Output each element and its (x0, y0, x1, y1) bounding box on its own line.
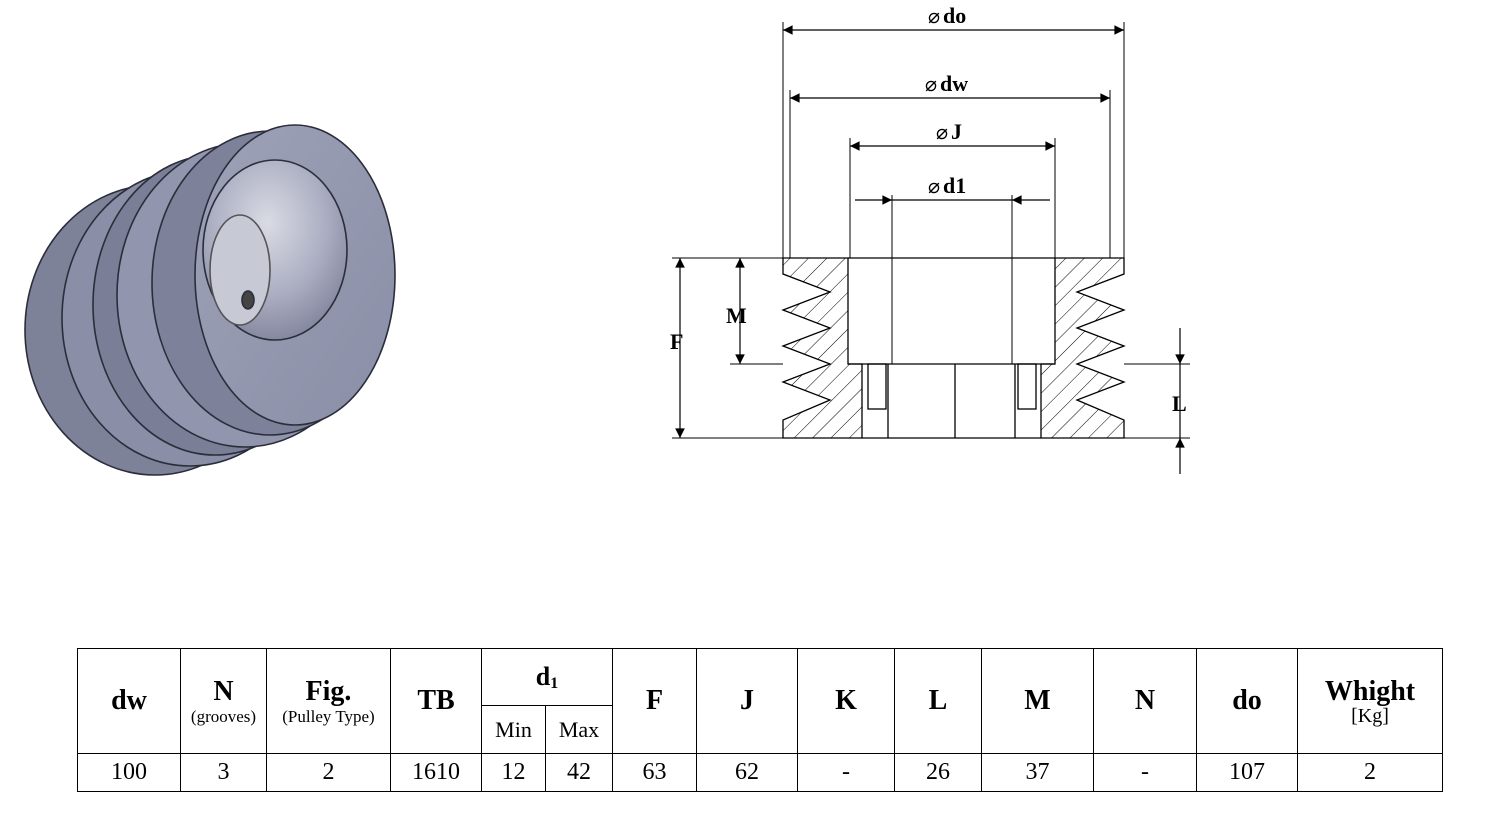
dim-dw-label: ⌀dw (925, 71, 969, 97)
dim-d1-text: d1 (943, 173, 967, 198)
dim-J-text: J (951, 119, 963, 144)
header-d1: d1 (481, 648, 613, 706)
header-m: M (981, 648, 1094, 754)
dim-L-label: L (1172, 391, 1187, 416)
header-l: L (894, 648, 982, 754)
cell-m: 37 (981, 753, 1094, 792)
header-max: Max (545, 705, 613, 754)
specification-table: dw N (grooves) Fig. (Pulley Type) TB d1 … (77, 648, 1443, 792)
cell-whight: 2 (1297, 753, 1443, 792)
header-k: K (797, 648, 895, 754)
cell-l: 26 (894, 753, 982, 792)
header-f: F (612, 648, 697, 754)
cell-dw: 100 (77, 753, 181, 792)
diameter-icon: ⌀ (925, 72, 938, 96)
cell-f: 63 (612, 753, 697, 792)
table-header-row: dw N (grooves) Fig. (Pulley Type) TB d1 … (77, 648, 1443, 754)
diameter-icon: ⌀ (928, 4, 941, 28)
pulley-section-drawing (672, 22, 1190, 474)
header-whight: Whight [Kg] (1297, 648, 1443, 754)
header-do: do (1196, 648, 1298, 754)
table-subheader-row: Min Max (78, 705, 1443, 754)
dim-do-label: ⌀do (928, 3, 967, 29)
pulley-3d-illustration (24, 124, 396, 476)
dim-do-text: do (943, 3, 967, 28)
cell-max: 42 (545, 753, 613, 792)
cell-fig: 2 (266, 753, 391, 792)
header-dw: dw (77, 648, 181, 754)
header-n-grooves: N (grooves) (180, 648, 267, 754)
cell-n: - (1093, 753, 1197, 792)
dim-M-label: M (726, 303, 747, 328)
header-j: J (696, 648, 798, 754)
header-min: Min (481, 705, 546, 754)
dim-d1-label: ⌀d1 (928, 173, 967, 199)
dim-J-label: ⌀J (936, 119, 963, 145)
cell-k: - (797, 753, 895, 792)
header-fig: Fig. (Pulley Type) (266, 648, 391, 754)
header-n: N (1093, 648, 1197, 754)
table-row: 100 3 2 1610 12 42 63 62 - 26 37 - 107 2 (77, 753, 1443, 792)
cell-n-grooves: 3 (180, 753, 267, 792)
dim-dw-text: dw (940, 71, 969, 96)
header-tb: TB (390, 648, 482, 754)
diameter-icon: ⌀ (936, 120, 949, 144)
diameter-icon: ⌀ (928, 174, 941, 198)
cell-j: 62 (696, 753, 798, 792)
cell-tb: 1610 (390, 753, 482, 792)
cell-do: 107 (1196, 753, 1298, 792)
cell-min: 12 (481, 753, 546, 792)
dim-F-label: F (670, 329, 684, 354)
